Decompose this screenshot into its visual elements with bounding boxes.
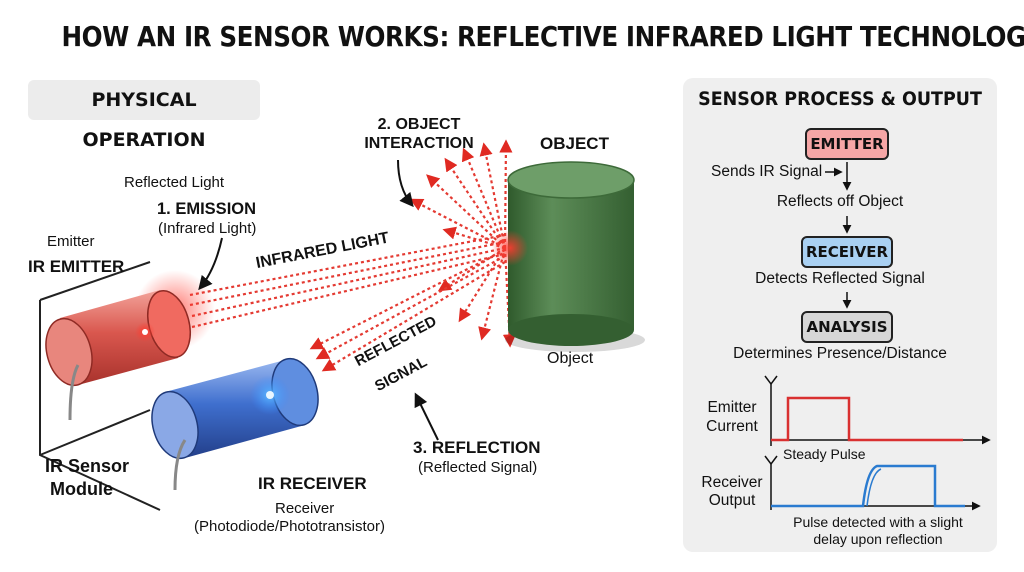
sensor-module-line1: IR Sensor bbox=[45, 456, 130, 476]
sensor-module-line2: Module bbox=[50, 479, 113, 499]
emitter-current-label-2: Current bbox=[706, 418, 758, 435]
object-caption-label: Object bbox=[547, 350, 594, 367]
emitter-pulse-trace bbox=[771, 396, 963, 442]
receiver-type-label: (Photodiode/Phototransistor) bbox=[194, 518, 385, 535]
ir-receiver-component bbox=[151, 357, 319, 491]
sends-signal-label: Sends IR Signal bbox=[711, 163, 823, 180]
object-heading-label: OBJECT bbox=[540, 134, 609, 153]
reflected-light-label: Reflected Light bbox=[124, 174, 225, 191]
delay-note-line1: Pulse detected with a slight bbox=[793, 514, 963, 530]
receiver-step-box: RECEIVER bbox=[801, 236, 893, 268]
physical-operation-heading: PHYSICAL OPERATION bbox=[28, 80, 260, 151]
reflects-label: Reflects off Object bbox=[776, 193, 904, 210]
reflected-beams bbox=[309, 249, 506, 372]
ir-emitter-component bbox=[45, 270, 215, 421]
determines-label: Determines Presence/Distance bbox=[733, 345, 947, 362]
receiver-small-label: Receiver bbox=[275, 500, 335, 517]
callout-arrows bbox=[198, 159, 439, 441]
sensor-process-panel: SENSOR PROCESS & OUTPUT EMITTER Sends IR… bbox=[683, 78, 997, 552]
object-interaction-line1: 2. OBJECT bbox=[377, 116, 461, 133]
emitter-small-label: Emitter bbox=[47, 233, 95, 250]
delay-note-line2: delay upon reflection bbox=[813, 531, 943, 547]
steady-pulse-label: Steady Pulse bbox=[783, 446, 866, 462]
emitter-step-box: EMITTER bbox=[805, 128, 889, 160]
reflection-step-sub: (Reflected Signal) bbox=[418, 459, 538, 476]
flow-arrows bbox=[764, 162, 991, 511]
receiver-output-label-2: Output bbox=[708, 492, 756, 509]
emission-step-sub: (Infrared Light) bbox=[158, 220, 257, 237]
emitter-current-label-1: Emitter bbox=[707, 399, 757, 416]
object-interaction-line2: INTERACTION bbox=[364, 135, 474, 152]
page-title: HOW AN IR SENSOR WORKS: REFLECTIVE INFRA… bbox=[61, 20, 1024, 53]
ir-emitter-label: IR EMITTER bbox=[28, 257, 125, 276]
emission-step-label: 1. EMISSION bbox=[157, 200, 257, 218]
object-cylinder bbox=[492, 161, 645, 352]
sensor-process-heading: SENSOR PROCESS & OUTPUT bbox=[698, 88, 982, 110]
reflection-step-label: 3. REFLECTION bbox=[413, 438, 541, 457]
receiver-pulse-trace bbox=[771, 464, 965, 508]
detects-label: Detects Reflected Signal bbox=[755, 270, 925, 287]
ir-receiver-label: IR RECEIVER bbox=[258, 474, 367, 493]
analysis-step-box: ANALYSIS bbox=[801, 311, 893, 343]
receiver-output-label-1: Receiver bbox=[701, 474, 763, 491]
sensor-module-frame bbox=[39, 261, 161, 511]
infrared-beams bbox=[189, 233, 506, 329]
